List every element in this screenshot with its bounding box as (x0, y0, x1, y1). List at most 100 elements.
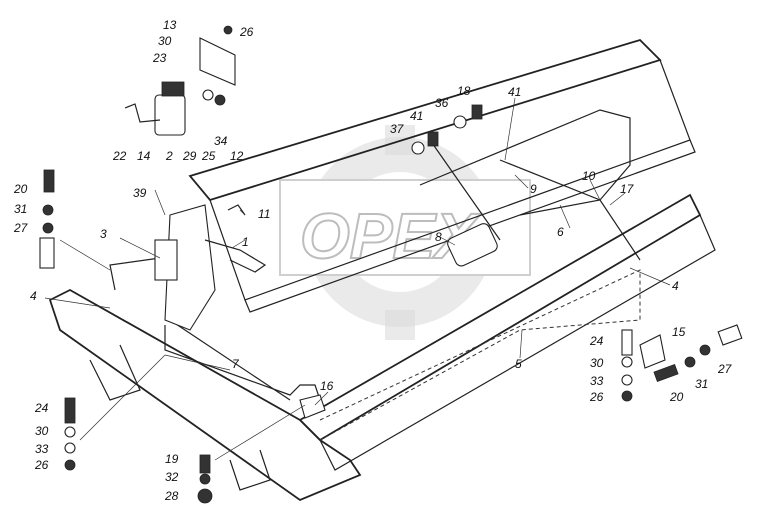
callout-20-right: 20 (669, 390, 684, 404)
bracket-14 (124, 103, 161, 123)
washer-30-lower (64, 426, 76, 438)
callout-33-right: 33 (590, 374, 604, 388)
callout-15: 15 (672, 325, 686, 339)
callout-13: 13 (163, 18, 177, 32)
pipe-3 (109, 257, 161, 291)
callout-30-lower: 30 (35, 424, 49, 438)
leader-valve-left (59, 239, 111, 271)
callout-labels: 13 26 30 23 22 14 2 29 25 3 4 12 18 36 41… (13, 18, 733, 503)
cross-member-bracket-right (229, 449, 271, 491)
cross-member (48, 288, 362, 502)
callout-31-left: 31 (14, 202, 27, 216)
spring-11 (227, 204, 246, 216)
callout-27-right: 27 (717, 362, 733, 376)
valve-right (717, 324, 743, 346)
bracket-16 (299, 394, 326, 419)
watermark: OPEX (279, 125, 531, 340)
leader-7 (164, 354, 231, 371)
fitting-41-a (427, 131, 439, 147)
reservoir-assembly (124, 25, 236, 136)
pipe-7b (169, 319, 291, 401)
booster-8 (447, 223, 498, 267)
nut-26-top (223, 25, 233, 35)
callout-14: 14 (137, 149, 151, 163)
booster-unit (447, 223, 498, 267)
callout-26: 26 (239, 25, 254, 39)
callout-4-left: 4 (30, 289, 37, 303)
callout-1: 1 (242, 235, 249, 249)
pedal-assembly (154, 204, 267, 331)
callout-28: 28 (164, 489, 179, 503)
pipe-7 (164, 325, 321, 401)
callout-37: 37 (390, 122, 405, 136)
callout-26-right: 26 (589, 390, 604, 404)
callout-18: 18 (457, 84, 471, 98)
fitting-18 (471, 104, 483, 120)
leader-4a (44, 297, 111, 309)
callout-11: 11 (258, 207, 270, 221)
callout-36: 36 (435, 96, 449, 110)
pipe-10 (419, 109, 631, 216)
leader-41b (504, 97, 516, 161)
nut-26-right (621, 390, 633, 402)
upper-rail-side (209, 59, 691, 301)
leader-19 (214, 404, 306, 461)
callout-2: 2 (165, 149, 173, 163)
callout-30: 30 (158, 34, 172, 48)
cross-member-bracket-left (89, 344, 141, 401)
fitting-19 (199, 454, 211, 474)
callout-30-right: 30 (590, 356, 604, 370)
leader-8 (437, 235, 456, 246)
washer-28 (197, 488, 213, 504)
callout-10: 10 (582, 169, 596, 183)
fittings (39, 104, 743, 504)
washer-33-lower (64, 442, 76, 454)
washer-31-right (684, 356, 696, 368)
callout-26-lower: 26 (34, 458, 49, 472)
ring-36 (453, 115, 467, 129)
leader-5 (519, 329, 523, 359)
lower-rail-side (319, 214, 716, 471)
reservoir-cap (161, 81, 185, 97)
valve-left (39, 237, 55, 269)
callout-29: 29 (182, 149, 197, 163)
reservoir-2 (154, 94, 186, 136)
callout-25: 25 (201, 149, 216, 163)
master-cylinder (154, 239, 178, 281)
callout-5: 5 (515, 357, 522, 371)
washer-33-right (621, 374, 633, 386)
bolt-24-lower (64, 397, 76, 424)
pedal-arm-1 (204, 239, 267, 273)
callout-7: 7 (232, 357, 240, 371)
leader-10 (589, 179, 601, 201)
leader-9 (514, 174, 529, 189)
callout-17: 17 (620, 182, 635, 196)
callout-23: 23 (152, 51, 167, 65)
callout-24-lower: 24 (34, 401, 49, 415)
callout-27-left: 27 (13, 221, 29, 235)
callout-41: 41 (410, 109, 423, 123)
plate-13 (199, 37, 236, 86)
leader-6 (559, 204, 571, 229)
fitting-20-right (653, 364, 679, 382)
leader-17 (609, 192, 626, 206)
frame-rails (48, 38, 716, 502)
leader-lines (44, 97, 671, 461)
callout-22: 22 (112, 149, 127, 163)
nut-26-lower (64, 459, 76, 471)
leader-16 (314, 391, 329, 406)
callout-12: 12 (230, 149, 244, 163)
leader-4b (629, 267, 671, 286)
pedal-bracket (164, 204, 216, 331)
ring-37 (411, 141, 425, 155)
callout-16: 16 (320, 379, 334, 393)
callout-31-right: 31 (695, 377, 708, 391)
callout-19: 19 (165, 452, 179, 466)
washer-32 (199, 473, 211, 485)
pipelines (109, 109, 641, 441)
callout-3: 3 (100, 227, 107, 241)
callout-9: 9 (530, 182, 537, 196)
watermark-text: OPEX (300, 200, 481, 272)
